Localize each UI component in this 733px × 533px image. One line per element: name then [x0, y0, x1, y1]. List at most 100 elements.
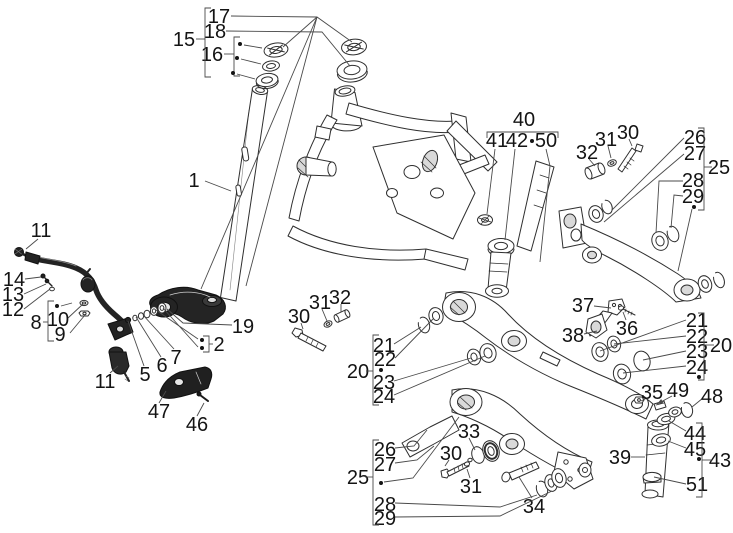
leader-line-33: [468, 437, 476, 451]
bracket-20-left: [372, 334, 379, 406]
callout-2-16: 2: [213, 334, 224, 356]
leader-line-23: [393, 357, 472, 382]
callout-45-47: 45: [684, 439, 706, 461]
ref-dot-7: [692, 205, 696, 209]
bracket-screw: [617, 305, 636, 316]
leader-line-1: [204, 180, 232, 192]
circlip: [417, 316, 431, 334]
seal-ring: [633, 350, 651, 372]
callout-5-13: 5: [139, 364, 150, 386]
leader-line-18: [225, 30, 351, 67]
callout-40-23: 40: [513, 109, 535, 131]
callout-23-40: 23: [686, 341, 708, 363]
callout-20-64: 20: [347, 361, 369, 383]
ref-dot-leader-10: [383, 416, 460, 483]
frame: [287, 85, 555, 271]
leader-line-6: [135, 316, 162, 358]
leader-line-47: [158, 390, 167, 404]
bolt-head: [634, 143, 644, 153]
callout-25-57: 25: [347, 467, 369, 489]
washer: [467, 457, 473, 463]
washer: [79, 299, 89, 307]
washer: [697, 275, 713, 293]
leader-line-29: [670, 194, 684, 229]
washer: [323, 320, 333, 328]
leader-line-29: [394, 490, 553, 518]
callout-22-39: 22: [686, 326, 708, 348]
ref-dot-leader-3: [60, 302, 73, 307]
ref-dot-5: [200, 346, 204, 350]
leader-line-46: [196, 402, 205, 417]
ref-dot-leader-7: [677, 208, 693, 272]
callout-29-34: 29: [682, 186, 704, 208]
steering-column: [220, 85, 269, 302]
bracket-25-lower: [372, 439, 379, 526]
leader-line-27: [394, 445, 435, 464]
leader-line-24: [622, 365, 687, 374]
leader-line-10: [67, 303, 84, 319]
callout-35-43: 35: [641, 382, 663, 404]
circlip: [601, 199, 613, 215]
bearing: [651, 433, 671, 447]
upper-rocker-arm: [442, 291, 654, 420]
callout-30-20: 30: [288, 306, 310, 328]
ref-dot-3: [55, 304, 59, 308]
callout-37-35: 37: [572, 295, 594, 317]
bracket-20-right: [698, 312, 705, 381]
leader-line-30: [300, 322, 304, 330]
ref-dot-9: [697, 375, 701, 379]
ref-dot-1: [235, 56, 239, 60]
leader-line-17: [245, 16, 318, 287]
leader-line-26: [394, 429, 428, 449]
nut: [78, 310, 91, 317]
leader-line-5: [127, 320, 145, 367]
callout-39-49: 39: [609, 447, 631, 469]
bearing: [651, 231, 669, 251]
leader-line-30: [444, 459, 450, 467]
callout-47-18: 47: [148, 401, 170, 423]
leader-line-51: [653, 476, 687, 485]
ball-joint: [80, 268, 96, 293]
callout-30-29: 30: [617, 122, 639, 144]
pivot-bolt-set-upper: [584, 143, 644, 180]
arrowhead: [657, 399, 664, 404]
callout-12-8: 12: [2, 299, 24, 321]
leader-line-11: [25, 238, 39, 250]
leader-line-48: [691, 397, 704, 408]
callout-32-22: 32: [329, 287, 351, 309]
shock-mount: [485, 238, 515, 298]
ref-dot-leader-0: [243, 44, 263, 49]
leader-line-12: [23, 288, 51, 310]
lower-arm-hardware: [440, 440, 567, 498]
callout-41-24: 41: [486, 130, 508, 152]
callout-27-31: 27: [684, 143, 706, 165]
bearing: [588, 205, 604, 223]
spacer-sleeve: [584, 162, 606, 180]
washer: [466, 348, 482, 366]
leader-line-13: [23, 283, 47, 295]
callout-31-53: 31: [460, 476, 482, 498]
leader-line-30: [628, 138, 633, 147]
callout-30-52: 30: [440, 443, 462, 465]
leader-line-19: [166, 308, 233, 326]
circlip: [713, 271, 725, 289]
callout-19-17: 19: [232, 316, 254, 338]
callout-23-62: 23: [373, 372, 395, 394]
bracket-16: [233, 36, 240, 77]
callout-38-37: 38: [562, 325, 584, 347]
leader-line-11: [109, 365, 119, 374]
callout-8-9: 8: [30, 312, 41, 334]
callout-21-38: 21: [686, 310, 708, 332]
ref-dot-leader-4: [155, 309, 199, 340]
callout-28-58: 28: [374, 494, 396, 516]
bearing-race: [255, 72, 279, 90]
leader-line-28: [655, 180, 683, 234]
leader-line-21: [599, 319, 687, 352]
callout-16-3: 16: [201, 44, 223, 66]
leader-line-7: [142, 314, 175, 350]
callout-9-11: 9: [54, 324, 65, 346]
callout-27-56: 27: [374, 454, 396, 476]
bolt: [440, 461, 470, 479]
